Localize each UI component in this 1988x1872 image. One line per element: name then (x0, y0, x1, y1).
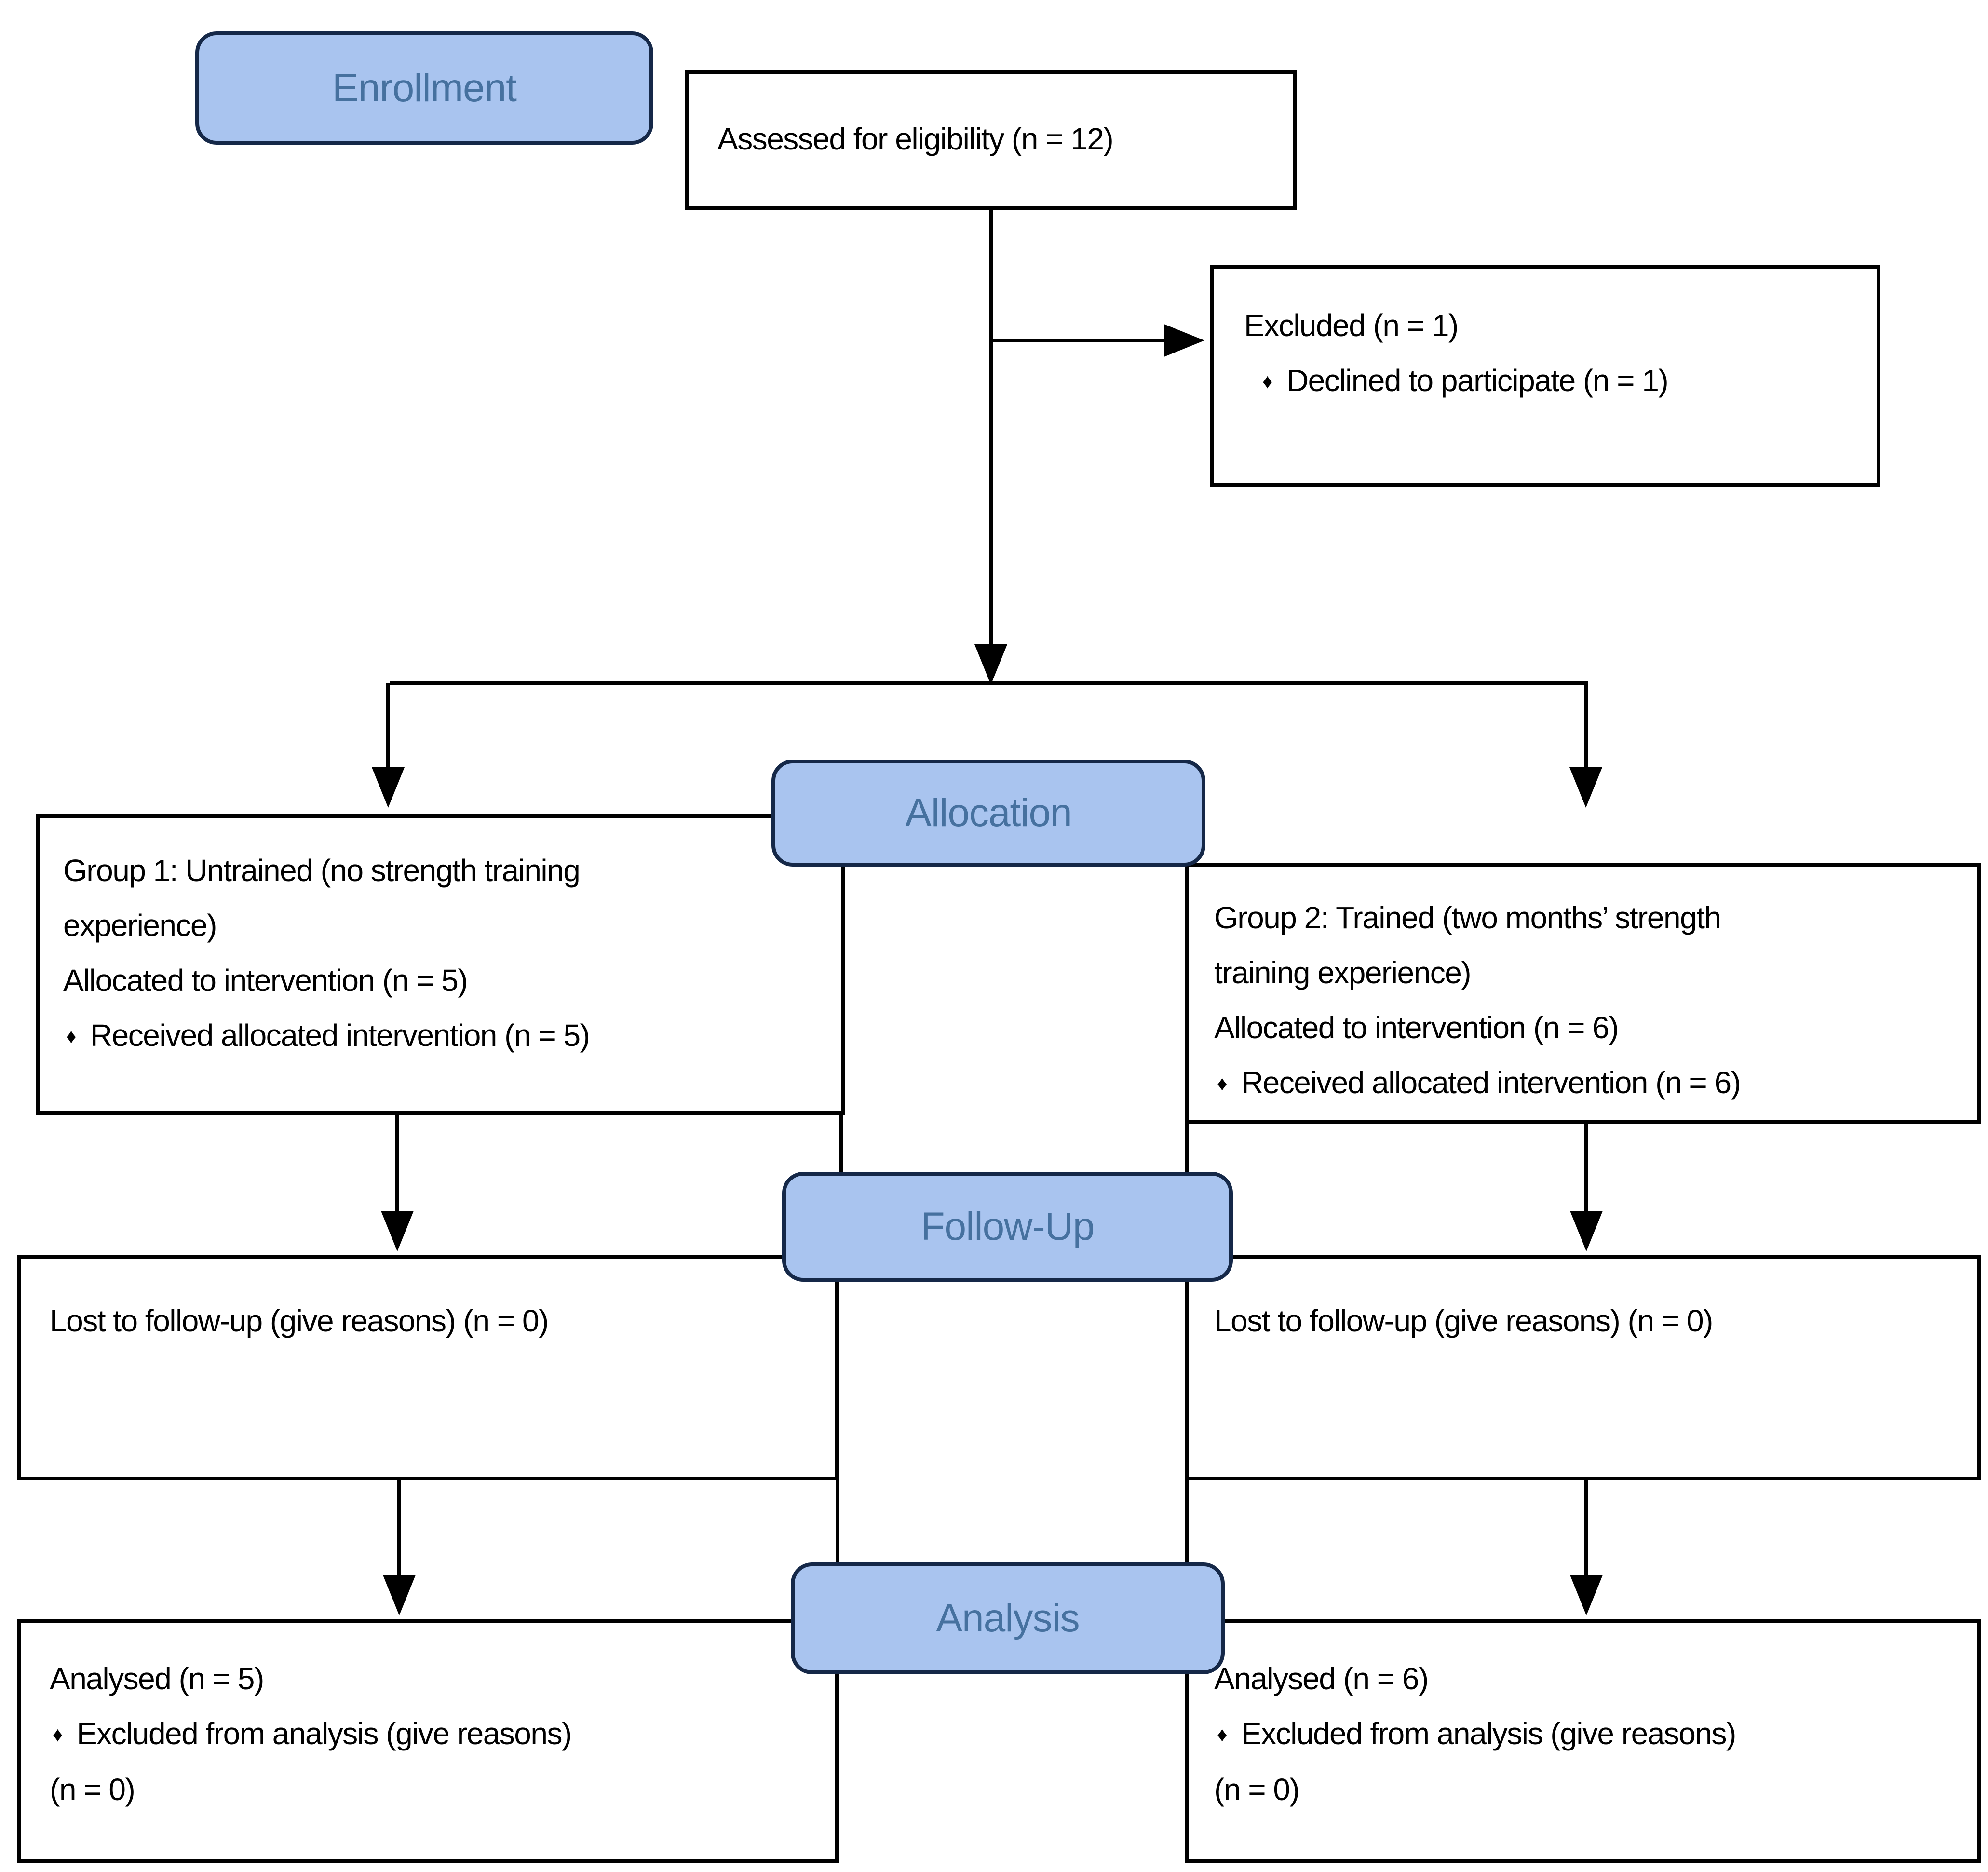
split-line (390, 681, 1588, 685)
analysed2-box: Analysed (n = 6) ♦Excluded from analysis… (1185, 1619, 1981, 1863)
assessed-text: Assessed for eligibility (n = 12) (717, 122, 1114, 156)
diamond-bullet-icon: ♦ (1217, 1072, 1227, 1095)
excluded-bullet-item: ♦Declined to participate (n = 1) (1244, 353, 1857, 409)
stage-followup: Follow-Up (782, 1172, 1233, 1282)
group1-line: Allocated to intervention (n = 5) (63, 963, 468, 998)
lost-followup2-box: Lost to follow-up (give reasons) (n = 0) (1185, 1255, 1981, 1480)
stage-analysis-label: Analysis (936, 1596, 1080, 1640)
group2-to-followup-line (1584, 1123, 1588, 1214)
arrowhead-down-icon (974, 644, 1007, 685)
analysed2-bullet-item: ♦Excluded from analysis (give reasons) (1214, 1706, 1958, 1762)
group1-line: Group 1: Untrained (no strength training (63, 853, 581, 888)
diamond-bullet-icon: ♦ (53, 1723, 63, 1746)
excluded-box: Excluded (n = 1) ♦Declined to participat… (1210, 265, 1880, 487)
arrowhead-down-icon (1570, 1575, 1603, 1615)
assessed-eligibility-box: Assessed for eligibility (n = 12) (685, 70, 1297, 210)
group1-allocation-box: Group 1: Untrained (no strength training… (36, 814, 845, 1115)
arrowhead-right-icon (1164, 324, 1204, 357)
excluded-branch-line (991, 339, 1167, 342)
group1-drop-line (386, 683, 390, 770)
stage-analysis: Analysis (791, 1562, 1225, 1674)
group1-to-followup-line (395, 1114, 399, 1214)
analysed1-continuation: (n = 0) (50, 1772, 135, 1807)
analysed2-title: Analysed (n = 6) (1214, 1661, 1429, 1696)
stage-enrollment-label: Enrollment (332, 66, 517, 110)
analysed2-continuation: (n = 0) (1214, 1772, 1300, 1807)
arrowhead-down-icon (381, 1211, 414, 1251)
stage-followup-label: Follow-Up (920, 1205, 1095, 1248)
group2-line: Group 2: Trained (two months’ strength (1214, 900, 1721, 935)
group1-bullet-item: ♦Received allocated intervention (n = 5) (63, 1008, 822, 1064)
stage-enrollment: Enrollment (195, 31, 653, 145)
lost-followup2-text: Lost to follow-up (give reasons) (n = 0) (1214, 1303, 1713, 1338)
followup1-to-analysis-line (397, 1479, 401, 1578)
group2-line: Allocated to intervention (n = 6) (1214, 1010, 1619, 1045)
lost-followup1-text: Lost to follow-up (give reasons) (n = 0) (50, 1303, 549, 1338)
right-column-stub-line (1185, 1479, 1189, 1621)
group2-bullet-item: ♦Received allocated intervention (n = 6) (1214, 1055, 1958, 1111)
arrowhead-down-icon (1570, 1211, 1603, 1251)
diamond-bullet-icon: ♦ (1262, 370, 1272, 393)
arrowhead-down-icon (372, 767, 405, 808)
group1-line: experience) (63, 908, 217, 943)
lost-followup1-box: Lost to follow-up (give reasons) (n = 0) (17, 1255, 839, 1480)
left-column-stub-line (836, 1479, 839, 1621)
diamond-bullet-icon: ♦ (1217, 1723, 1227, 1746)
analysed1-bullet-item: ♦Excluded from analysis (give reasons) (50, 1706, 816, 1762)
group2-line: training experience) (1214, 955, 1472, 990)
followup2-to-analysis-line (1584, 1479, 1588, 1578)
arrowhead-down-icon (1569, 767, 1602, 808)
spine-line (989, 209, 993, 653)
diamond-bullet-icon: ♦ (66, 1025, 76, 1047)
stage-allocation: Allocation (771, 760, 1205, 867)
group2-drop-line (1584, 683, 1588, 770)
group2-allocation-box: Group 2: Trained (two months’ strength t… (1185, 863, 1981, 1124)
analysed1-title: Analysed (n = 5) (50, 1661, 264, 1696)
analysed1-box: Analysed (n = 5) ♦Excluded from analysis… (17, 1619, 839, 1863)
excluded-title: Excluded (n = 1) (1244, 308, 1459, 343)
arrowhead-down-icon (383, 1575, 416, 1615)
stage-allocation-label: Allocation (905, 791, 1072, 835)
